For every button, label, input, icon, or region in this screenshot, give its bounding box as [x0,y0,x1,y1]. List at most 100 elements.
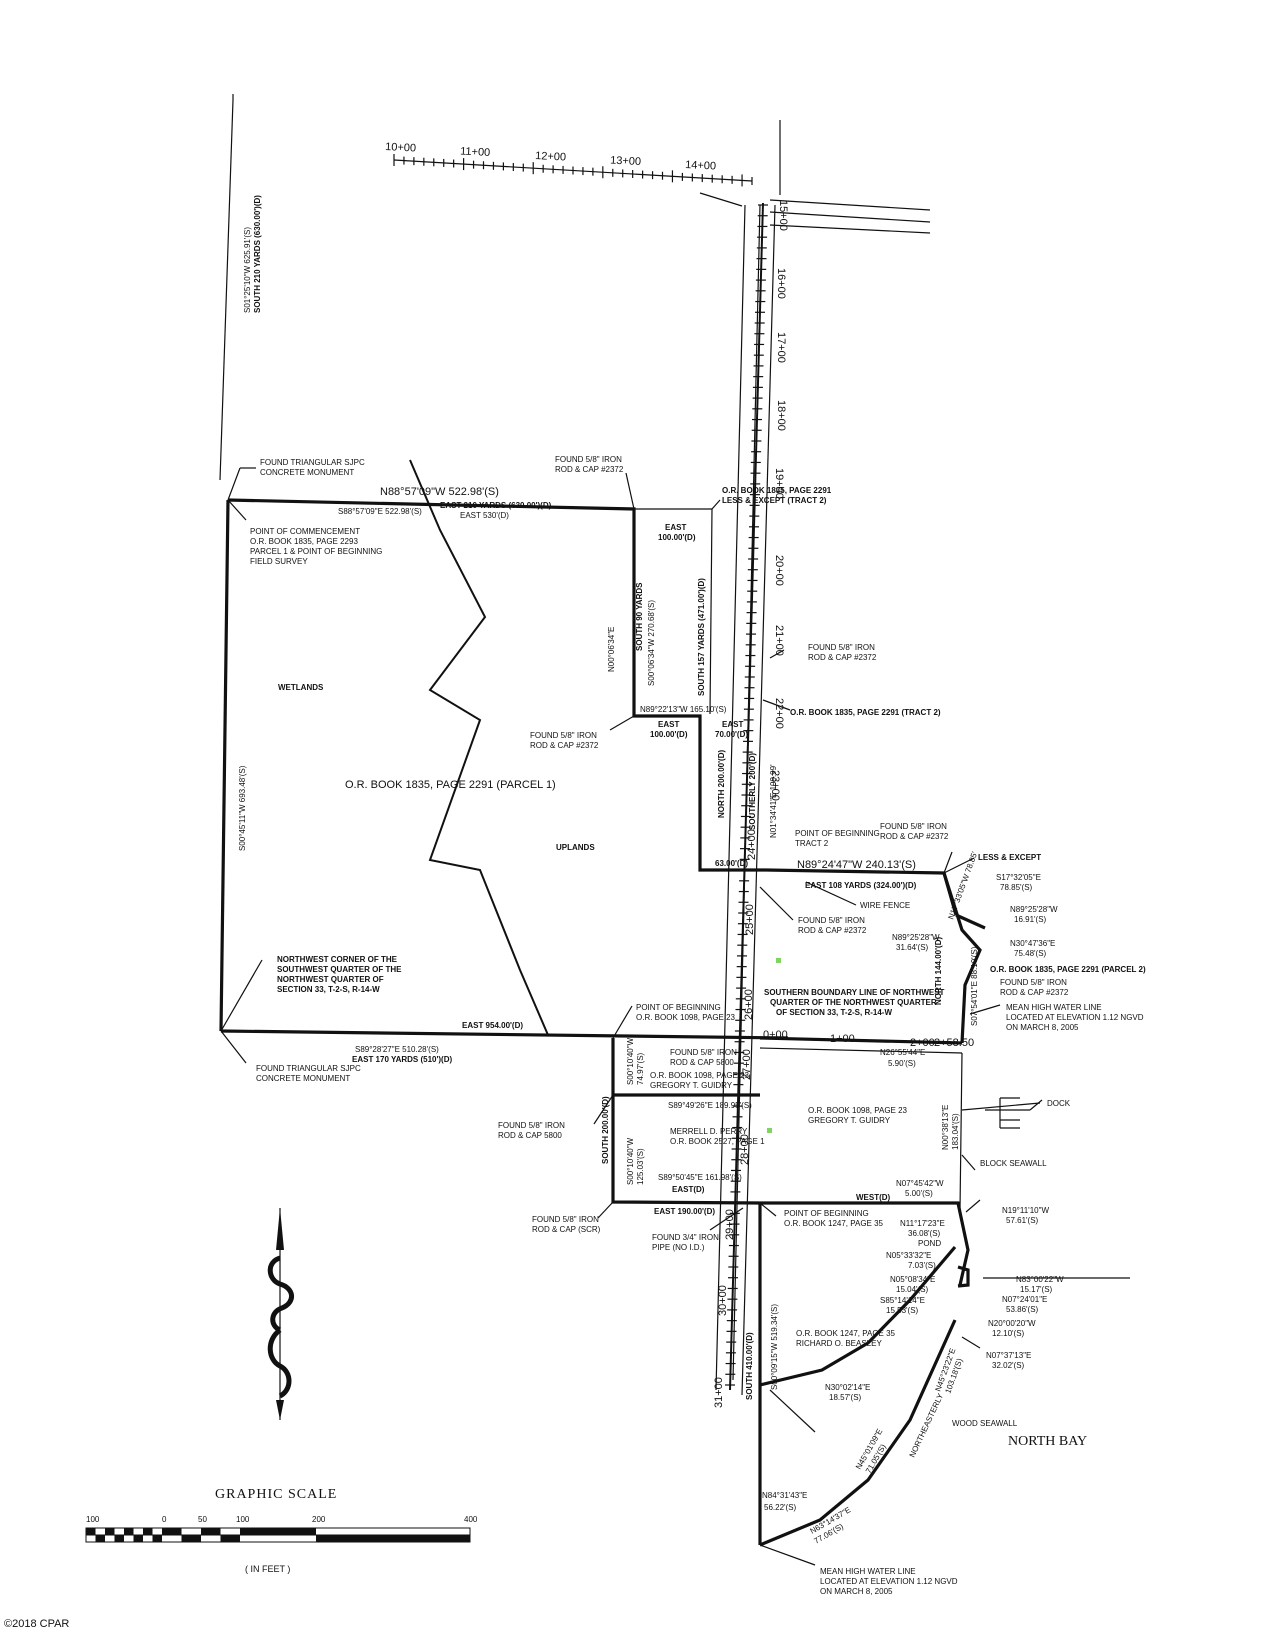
scale-block [105,1528,115,1535]
n30-2: 75.48'(S) [1014,949,1047,958]
parcel-boundaries [219,498,986,1387]
s89-50: S89°50'45"E 161.98'(S) [658,1173,742,1182]
found-pipe-2: PIPE (NO I.D.) [652,1243,705,1252]
scale-tick: 200 [312,1515,326,1524]
s85-2: 15.53'(S) [886,1306,919,1315]
copyright: ©2018 CPAR [4,1618,69,1630]
east-190: EAST 190.00'(D) [654,1207,715,1216]
road-station-label: 23+00 [769,770,781,801]
north-line-yards: EAST 210 YARDS (630.00')(D) [440,501,552,510]
parcel1-label: O.R. BOOK 1835, PAGE 2291 (PARCEL 1) [345,779,556,791]
found-iron-e: FOUND 5/8" IRON [798,916,865,925]
wetlands-label: WETLANDS [278,683,324,692]
top-station-line [219,94,931,481]
n07-45: N07°45'42"W [896,1179,944,1188]
west-yards: SOUTH 210 YARDS (630.00')(D) [253,195,262,313]
found-monument-bottom: FOUND TRIANGULAR SJPC [256,1064,361,1073]
found-iron-top-2: ROD & CAP #2372 [555,465,624,474]
n07-37-2: 32.02'(S) [992,1361,1025,1370]
n05-33-2: 7.03'(S) [908,1261,936,1270]
scale-block [124,1528,134,1535]
west-bearing-2: S00°45'11"W 693.48'(S) [238,765,247,851]
n17-33: N17°33'05"W 78.85' [946,850,979,921]
scale-block [152,1535,162,1542]
s00-10b: S00°10'40"W [626,1137,635,1185]
wire-fence: WIRE FENCE [860,901,910,910]
perry-2: O.R. BOOK 2527, PAGE 1 [670,1137,765,1146]
n30-02-2: 18.57'(S) [829,1393,862,1402]
s00-10a-2: 74.97'(S) [636,1052,645,1085]
s00-09: S00°09'15"W 519.34'(S) [770,1304,779,1390]
n84: N84°31'43"E [762,1491,807,1500]
north-bay: NORTH BAY [1008,1434,1087,1449]
pob-1098-2: O.R. BOOK 1098, PAGE 23 [636,1013,736,1022]
tract2-less: O.R. BOOK 1835, PAGE 2291 [722,486,832,495]
mhw-top-2: LOCATED AT ELEVATION 1.12 NGVD [1006,1013,1144,1022]
scale-block [240,1528,316,1535]
perry: MERRELL D. PERRY [670,1127,748,1136]
found-iron-5800a-2: ROD & CAP 5800 [670,1058,734,1067]
southerly-200: SOUTHERLY 200'(D) [748,753,757,830]
mhw-bottom: MEAN HIGH WATER LINE [820,1567,916,1576]
sta-1: 1+00 [830,1033,855,1045]
south-200: SOUTH 200.00'(D) [601,1096,610,1164]
road-station-label: 18+00 [775,400,787,431]
east-100-mid: EAST [658,720,679,729]
n19-2: 57.61'(S) [1006,1216,1039,1225]
s07-54: S07°54'01"E 88.10'(S) [970,946,979,1026]
leader-lines [220,467,1130,1433]
southern-boundary-3: OF SECTION 33, T-2-S, R-14-W [776,1008,892,1017]
dock-label: DOCK [1047,1099,1071,1108]
n84-2: 56.22'(S) [764,1503,797,1512]
bearing-s00: S00°06'34"W 270.68'(S) [647,600,656,686]
n11: N11°17'23"E [900,1219,945,1228]
south-410: SOUTH 410.00'(D) [745,1332,754,1400]
sta-258: 2+58.50 [934,1037,974,1049]
found-pipe: FOUND 3/4" IRON [652,1233,719,1242]
n05-08: N05°08'34"E [890,1275,935,1284]
southern-boundary: SOUTHERN BOUNDARY LINE OF NORTHWEST [764,988,945,997]
beasley: O.R. BOOK 1247, PAGE 35 [796,1329,896,1338]
found-iron-5800a: FOUND 5/8" IRON [670,1048,737,1057]
nw-corner-2: SOUTHWEST QUARTER OF THE [277,965,402,974]
east-70-2: 70.00'(D) [715,730,748,739]
scale-tick: 0 [162,1515,167,1524]
found-monument-bottom-2: CONCRETE MONUMENT [256,1074,350,1083]
scale-tick: 50 [198,1515,207,1524]
found-iron-left: FOUND 5/8" IRON [530,731,597,740]
n26: N26°55'44"E [880,1048,925,1057]
s89-49: S89°49'26"E 189.95'(S) [668,1101,752,1110]
road-station-label: 26+00 [743,989,755,1020]
pob-commencement-3: PARCEL 1 & POINT OF BEGINNING [250,547,382,556]
s89-28: S89°28'27"E 510.28'(S) [355,1045,439,1054]
found-monument-top-2: CONCRETE MONUMENT [260,468,354,477]
north-arrow-icon [267,1208,294,1420]
n00-38-2: 183.04'(S) [951,1113,960,1150]
n30-02: N30°02'14"E [825,1383,870,1392]
nw-corner-4: SECTION 33, T-2-S, R-14-W [277,985,380,994]
north-144: NORTH 144.00'(D) [934,937,943,1005]
found-iron-tract2-2: ROD & CAP #2372 [880,832,949,841]
n89-24: N89°24'47"W 240.13'(S) [797,859,916,871]
scale-block [86,1528,96,1535]
scale-block [181,1535,201,1542]
n05-33: N05°33'32"E [886,1251,931,1260]
guidry-b: O.R. BOOK 1098, PAGE 23 [808,1106,908,1115]
n07-24-2: 53.86'(S) [1006,1305,1039,1314]
road-station-label: 28+00 [739,1134,751,1165]
found-scr: FOUND 5/8" IRON [532,1215,599,1224]
s85: S85°14'14"E [880,1296,925,1305]
mhw-bottom-3: ON MARCH 8, 2005 [820,1587,893,1596]
found-iron-mid: FOUND 5/8" IRON [808,643,875,652]
parcel2-label: O.R. BOOK 1835, PAGE 2291 (PARCEL 2) [990,965,1146,974]
east-70: EAST [722,720,743,729]
n20: N20°00'20"W [988,1319,1036,1328]
wood-seawall: WOOD SEAWALL [952,1419,1018,1428]
southern-boundary-2: QUARTER OF THE NORTHWEST QUARTER [770,998,937,1007]
wetland-line [409,459,549,1036]
found-iron-left-2: ROD & CAP #2372 [530,741,599,750]
n11-2: 36.08'(S) [908,1229,941,1238]
north-line-east: EAST 530'(D) [460,511,509,520]
